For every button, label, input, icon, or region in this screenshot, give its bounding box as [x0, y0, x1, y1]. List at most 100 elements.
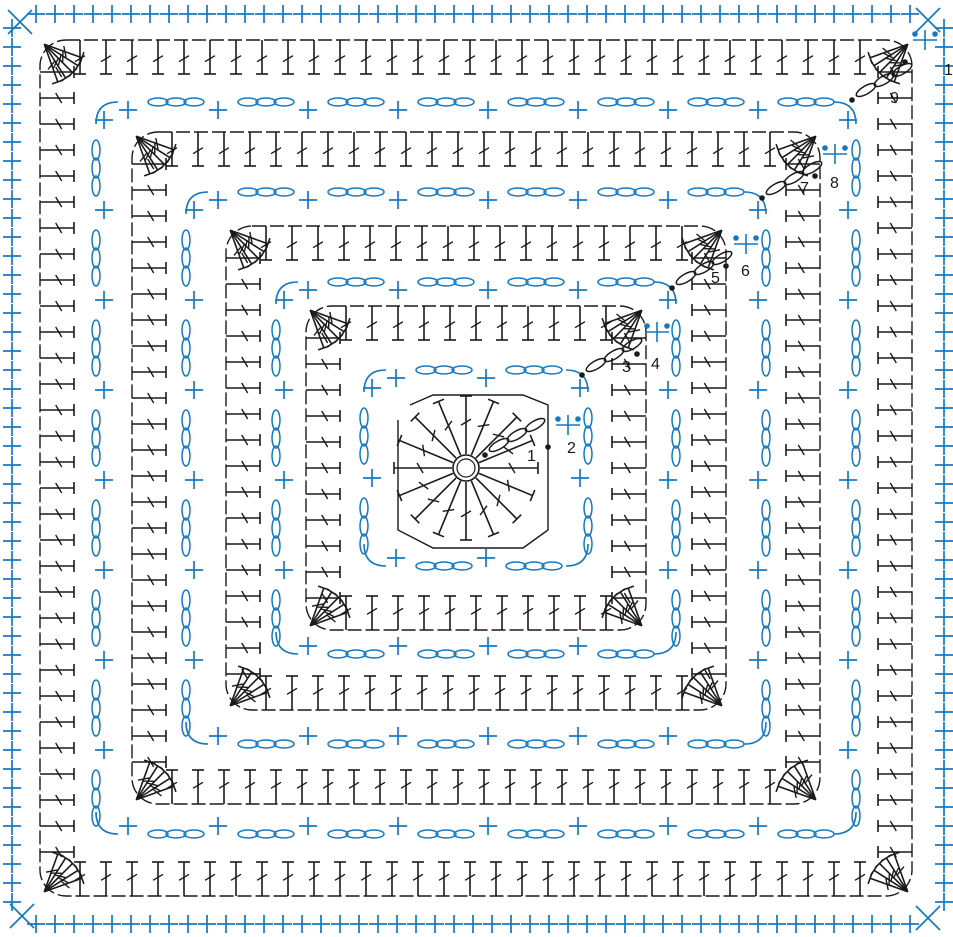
- double-crochet-stitch: [418, 596, 430, 630]
- single-crochet-stitch: [3, 418, 21, 436]
- chain-stitch: [272, 338, 280, 358]
- chain-stitch: [508, 740, 528, 748]
- single-crochet-stitch: [479, 191, 497, 209]
- chain-stitch: [256, 188, 276, 196]
- single-crochet-stitch: [569, 817, 587, 835]
- single-crochet-stitch: [369, 915, 387, 933]
- chain-stitch: [526, 188, 546, 196]
- double-crochet-stitch: [786, 496, 820, 508]
- double-crochet-stitch: [878, 794, 912, 806]
- chain-stitch: [182, 698, 190, 718]
- chain-stitch: [762, 410, 770, 430]
- chain-stitch: [852, 716, 860, 736]
- double-crochet-stitch: [738, 132, 750, 166]
- round-number-label: 1: [527, 448, 536, 465]
- double-crochet-stitch: [712, 132, 724, 166]
- chain-stitch: [796, 98, 816, 106]
- double-crochet-stitch: [40, 612, 74, 624]
- double-crochet-stitch: [698, 862, 710, 896]
- chain-stitch: [852, 230, 860, 250]
- single-crochet-stitch: [935, 190, 953, 208]
- double-crochet-stitch: [776, 40, 788, 74]
- single-crochet-stitch: [935, 513, 953, 531]
- chain-stitch: [418, 740, 438, 748]
- double-crochet-stitch: [786, 392, 820, 404]
- double-crochet-stitch: [44, 859, 77, 892]
- double-crochet-stitch: [878, 534, 912, 546]
- double-crochet-stitch: [520, 676, 532, 710]
- chain-stitch: [598, 98, 618, 106]
- chain-stitch: [360, 516, 368, 536]
- single-crochet-stitch: [3, 570, 21, 588]
- double-crochet-stitch: [612, 410, 646, 422]
- chain-stitch: [598, 830, 618, 838]
- slip-stitch-dot: [822, 145, 828, 151]
- single-crochet-stitch: [882, 915, 900, 933]
- double-crochet-stitch: [152, 40, 164, 74]
- double-crochet-stitch: [738, 770, 750, 804]
- double-crochet-stitch: [306, 488, 340, 500]
- single-crochet-stitch: [935, 209, 953, 227]
- single-crochet-stitch: [3, 304, 21, 322]
- double-crochet-stitch: [698, 40, 710, 74]
- double-crochet-stitch: [132, 210, 166, 222]
- double-crochet-stitch: [40, 248, 74, 260]
- double-crochet-stitch: [400, 770, 412, 804]
- single-crochet-stitch: [749, 915, 767, 933]
- double-crochet-stitch: [178, 40, 190, 74]
- chain-stitch: [92, 140, 100, 160]
- single-crochet-stitch: [730, 915, 748, 933]
- round-outline: [40, 40, 912, 896]
- single-crochet-stitch: [84, 5, 102, 23]
- single-crochet-stitch: [464, 5, 482, 23]
- double-crochet-stitch: [598, 226, 610, 260]
- chain-stitch: [852, 158, 860, 178]
- chain-stitch: [778, 98, 798, 106]
- chain-stitch: [852, 518, 860, 538]
- double-crochet-stitch: [308, 40, 320, 74]
- double-crochet-stitch: [878, 196, 912, 208]
- double-crochet-stitch: [556, 770, 568, 804]
- chain-stitch: [762, 428, 770, 448]
- single-crochet-stitch: [935, 608, 953, 626]
- single-crochet-stitch: [654, 5, 672, 23]
- double-crochet-stitch: [286, 676, 298, 710]
- double-crochet-stitch: [612, 540, 646, 552]
- chain-stitch: [346, 740, 366, 748]
- chain-stitch: [672, 356, 680, 376]
- single-crochet-stitch: [569, 727, 587, 745]
- chain-stitch: [688, 830, 708, 838]
- single-crochet-stitch: [479, 727, 497, 745]
- single-crochet-stitch: [659, 727, 677, 745]
- double-crochet-stitch: [392, 306, 404, 340]
- chain-stitch: [238, 740, 258, 748]
- single-crochet-stitch: [483, 915, 501, 933]
- double-crochet-stitch: [692, 460, 726, 472]
- single-crochet-stitch: [3, 893, 21, 911]
- chain-stitch: [328, 278, 348, 286]
- chain-stitch: [166, 98, 186, 106]
- chain-stitch: [524, 366, 544, 374]
- chain-stitch: [508, 188, 528, 196]
- chain-stitch: [762, 248, 770, 268]
- single-crochet-stitch: [46, 5, 64, 23]
- single-crochet-stitch: [179, 5, 197, 23]
- double-crochet-stitch: [783, 767, 816, 800]
- double-crochet-stitch: [230, 40, 242, 74]
- chain-stitch: [526, 740, 546, 748]
- double-crochet-stitch: [40, 378, 74, 390]
- single-crochet-stitch: [27, 5, 45, 23]
- double-crochet-stitch: [226, 408, 260, 420]
- double-crochet-stitch: [364, 226, 376, 260]
- double-crochet-stitch: [40, 300, 74, 312]
- double-crochet-stitch: [878, 144, 912, 156]
- single-crochet-stitch: [749, 101, 767, 119]
- double-crochet-stitch: [312, 226, 324, 260]
- double-crochet-stitch: [634, 132, 646, 166]
- single-crochet-stitch: [209, 727, 227, 745]
- single-crochet-stitch: [479, 281, 497, 299]
- single-crochet-stitch: [275, 381, 293, 399]
- chain-stitch: [272, 536, 280, 556]
- chain-stitch: [688, 98, 708, 106]
- single-crochet-stitch: [578, 5, 596, 23]
